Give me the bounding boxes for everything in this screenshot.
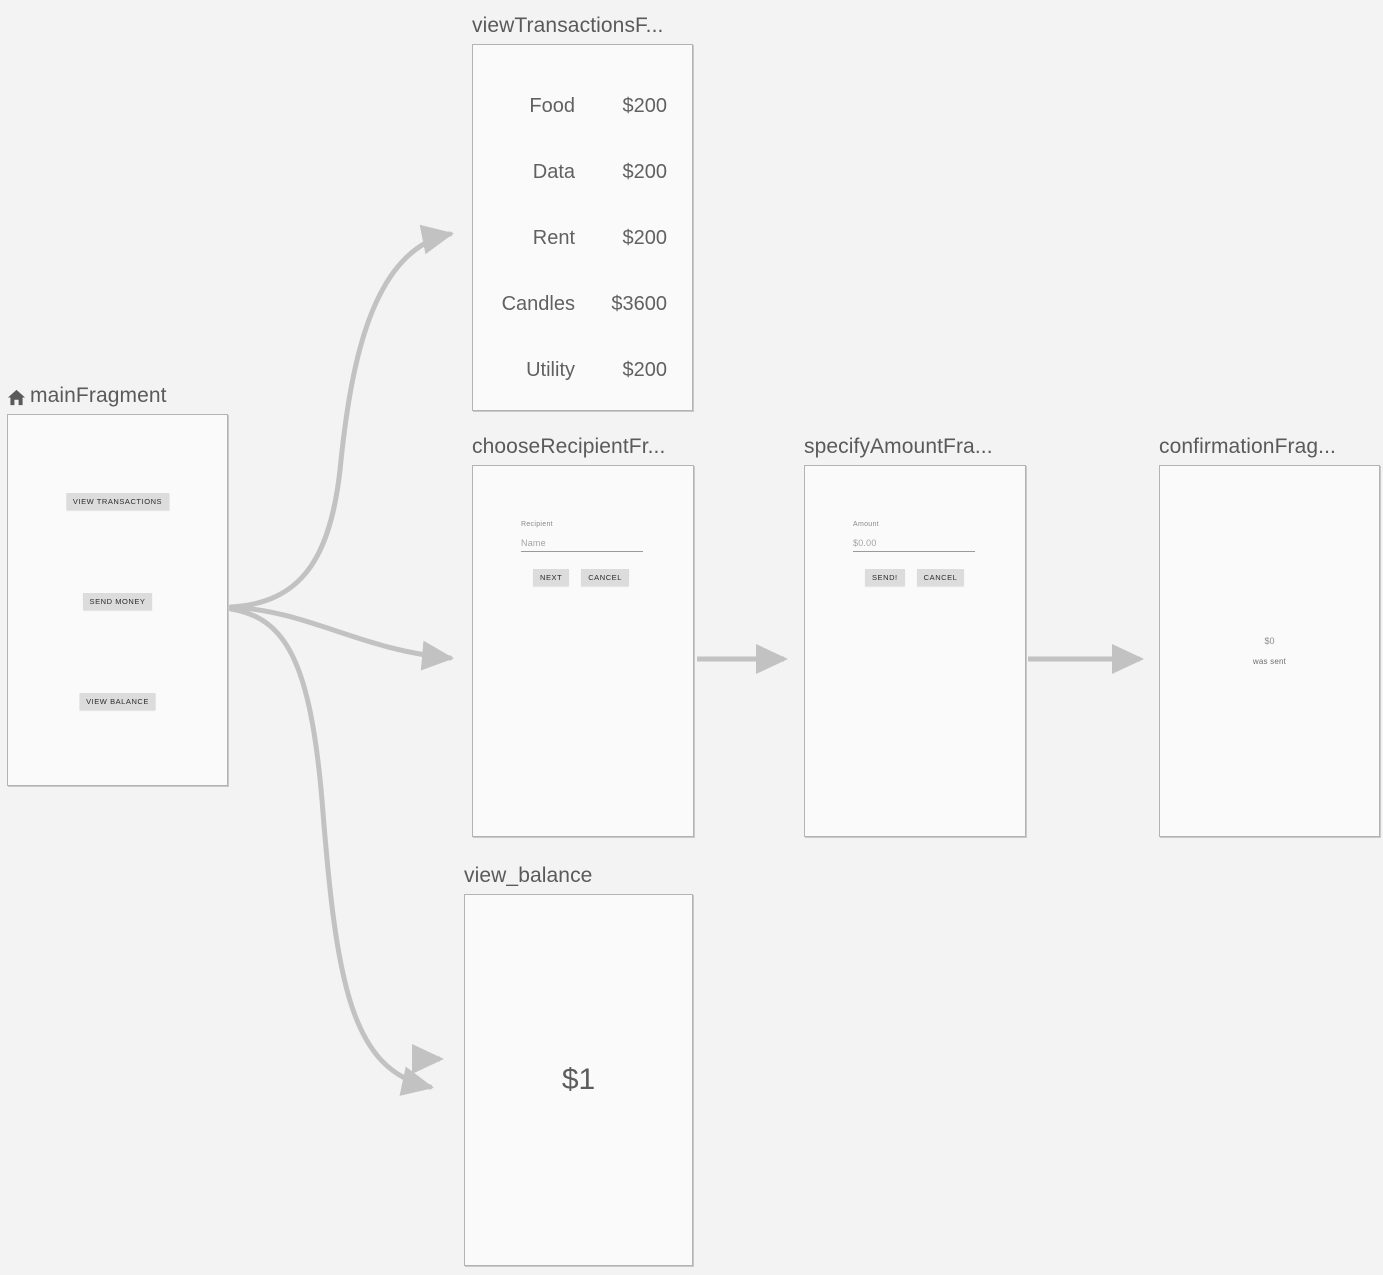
node-title-text: viewTransactionsF... [472, 14, 664, 37]
view-balance-button[interactable]: VIEW BALANCE [79, 693, 156, 710]
node-title-text: specifyAmountFra... [804, 435, 993, 458]
recipient-form: Recipient Name NEXT CANCEL [521, 521, 671, 586]
transaction-category: Candles [501, 292, 575, 315]
frame-specify-amount[interactable]: Amount $0.00 SEND! CANCEL [804, 465, 1026, 837]
frame-view-balance[interactable]: $1 [464, 894, 693, 1266]
node-title-text: mainFragment [30, 384, 167, 407]
table-row: Food $200 [473, 73, 692, 139]
node-title-confirmation: confirmationFrag... [1159, 434, 1380, 460]
recipient-name-input[interactable]: Name [521, 538, 643, 552]
cancel-button[interactable]: CANCEL [581, 569, 629, 586]
send-button[interactable]: SEND! [865, 569, 905, 586]
frame-view-transactions[interactable]: Food $200 Data $200 Rent $200 Candles $3… [472, 44, 693, 411]
amount-form-actions: SEND! CANCEL [853, 569, 1003, 586]
table-row: Utility $200 [473, 337, 692, 403]
transaction-amount: $200 [622, 160, 668, 183]
node-view-transactions-fragment[interactable]: viewTransactionsF... Food $200 Data $200… [472, 13, 693, 411]
node-title-text: confirmationFrag... [1159, 435, 1336, 458]
main-fragment-preview: VIEW TRANSACTIONS SEND MONEY VIEW BALANC… [8, 415, 227, 785]
node-title-specify-amount: specifyAmountFra... [804, 434, 1026, 460]
transaction-amount: $3600 [611, 292, 667, 315]
confirmation-amount: $0 [1264, 636, 1275, 646]
edge-main-to-choose-recipient [228, 604, 454, 671]
send-money-button[interactable]: SEND MONEY [82, 593, 153, 610]
frame-main-fragment[interactable]: VIEW TRANSACTIONS SEND MONEY VIEW BALANC… [7, 414, 228, 786]
recipient-field-label: Recipient [521, 521, 553, 528]
frame-choose-recipient[interactable]: Recipient Name NEXT CANCEL [472, 465, 694, 837]
node-main-fragment[interactable]: mainFragment VIEW TRANSACTIONS SEND MONE… [7, 383, 228, 786]
recipient-form-actions: NEXT CANCEL [521, 569, 671, 586]
transaction-amount: $200 [622, 226, 668, 249]
amount-field-label: Amount [853, 521, 879, 528]
transaction-amount: $200 [622, 94, 668, 117]
node-specify-amount-fragment[interactable]: specifyAmountFra... Amount $0.00 SEND! C… [804, 434, 1026, 837]
transaction-amount: $200 [622, 358, 668, 381]
confirmation-preview: $0 was sent [1160, 466, 1379, 836]
transaction-category: Data [532, 160, 575, 183]
table-row: Data $200 [473, 139, 692, 205]
node-choose-recipient-fragment[interactable]: chooseRecipientFr... Recipient Name NEXT… [472, 434, 694, 837]
table-row: Rent $200 [473, 205, 692, 271]
edge-main-to-view-balance [228, 606, 434, 1096]
node-confirmation-fragment[interactable]: confirmationFrag... $0 was sent [1159, 434, 1380, 837]
transaction-category: Food [529, 94, 575, 117]
transaction-category: Utility [526, 358, 575, 381]
home-icon [7, 388, 26, 407]
node-title-view-balance: view_balance [464, 863, 693, 889]
node-view-balance-fragment[interactable]: view_balance $1 [464, 863, 693, 1266]
balance-preview: $1 [465, 895, 692, 1265]
table-row: Candles $3600 [473, 271, 692, 337]
transactions-list: Food $200 Data $200 Rent $200 Candles $3… [473, 73, 692, 403]
amount-input[interactable]: $0.00 [853, 538, 975, 552]
transaction-category: Rent [532, 226, 575, 249]
amount-form: Amount $0.00 SEND! CANCEL [853, 521, 1003, 586]
node-title-text: view_balance [464, 864, 593, 887]
confirmation-message: was sent [1252, 657, 1287, 666]
edge-main-to-view-transactions [228, 224, 454, 610]
cancel-button[interactable]: CANCEL [916, 569, 965, 586]
node-title-view-transactions: viewTransactionsF... [472, 13, 693, 39]
frame-confirmation[interactable]: $0 was sent [1159, 465, 1380, 837]
node-title-text: chooseRecipientFr... [472, 435, 666, 458]
node-title-main-fragment: mainFragment [7, 383, 228, 409]
node-title-choose-recipient: chooseRecipientFr... [472, 434, 694, 460]
balance-amount: $1 [561, 1063, 596, 1096]
view-transactions-button[interactable]: VIEW TRANSACTIONS [65, 493, 170, 510]
next-button[interactable]: NEXT [533, 569, 570, 586]
